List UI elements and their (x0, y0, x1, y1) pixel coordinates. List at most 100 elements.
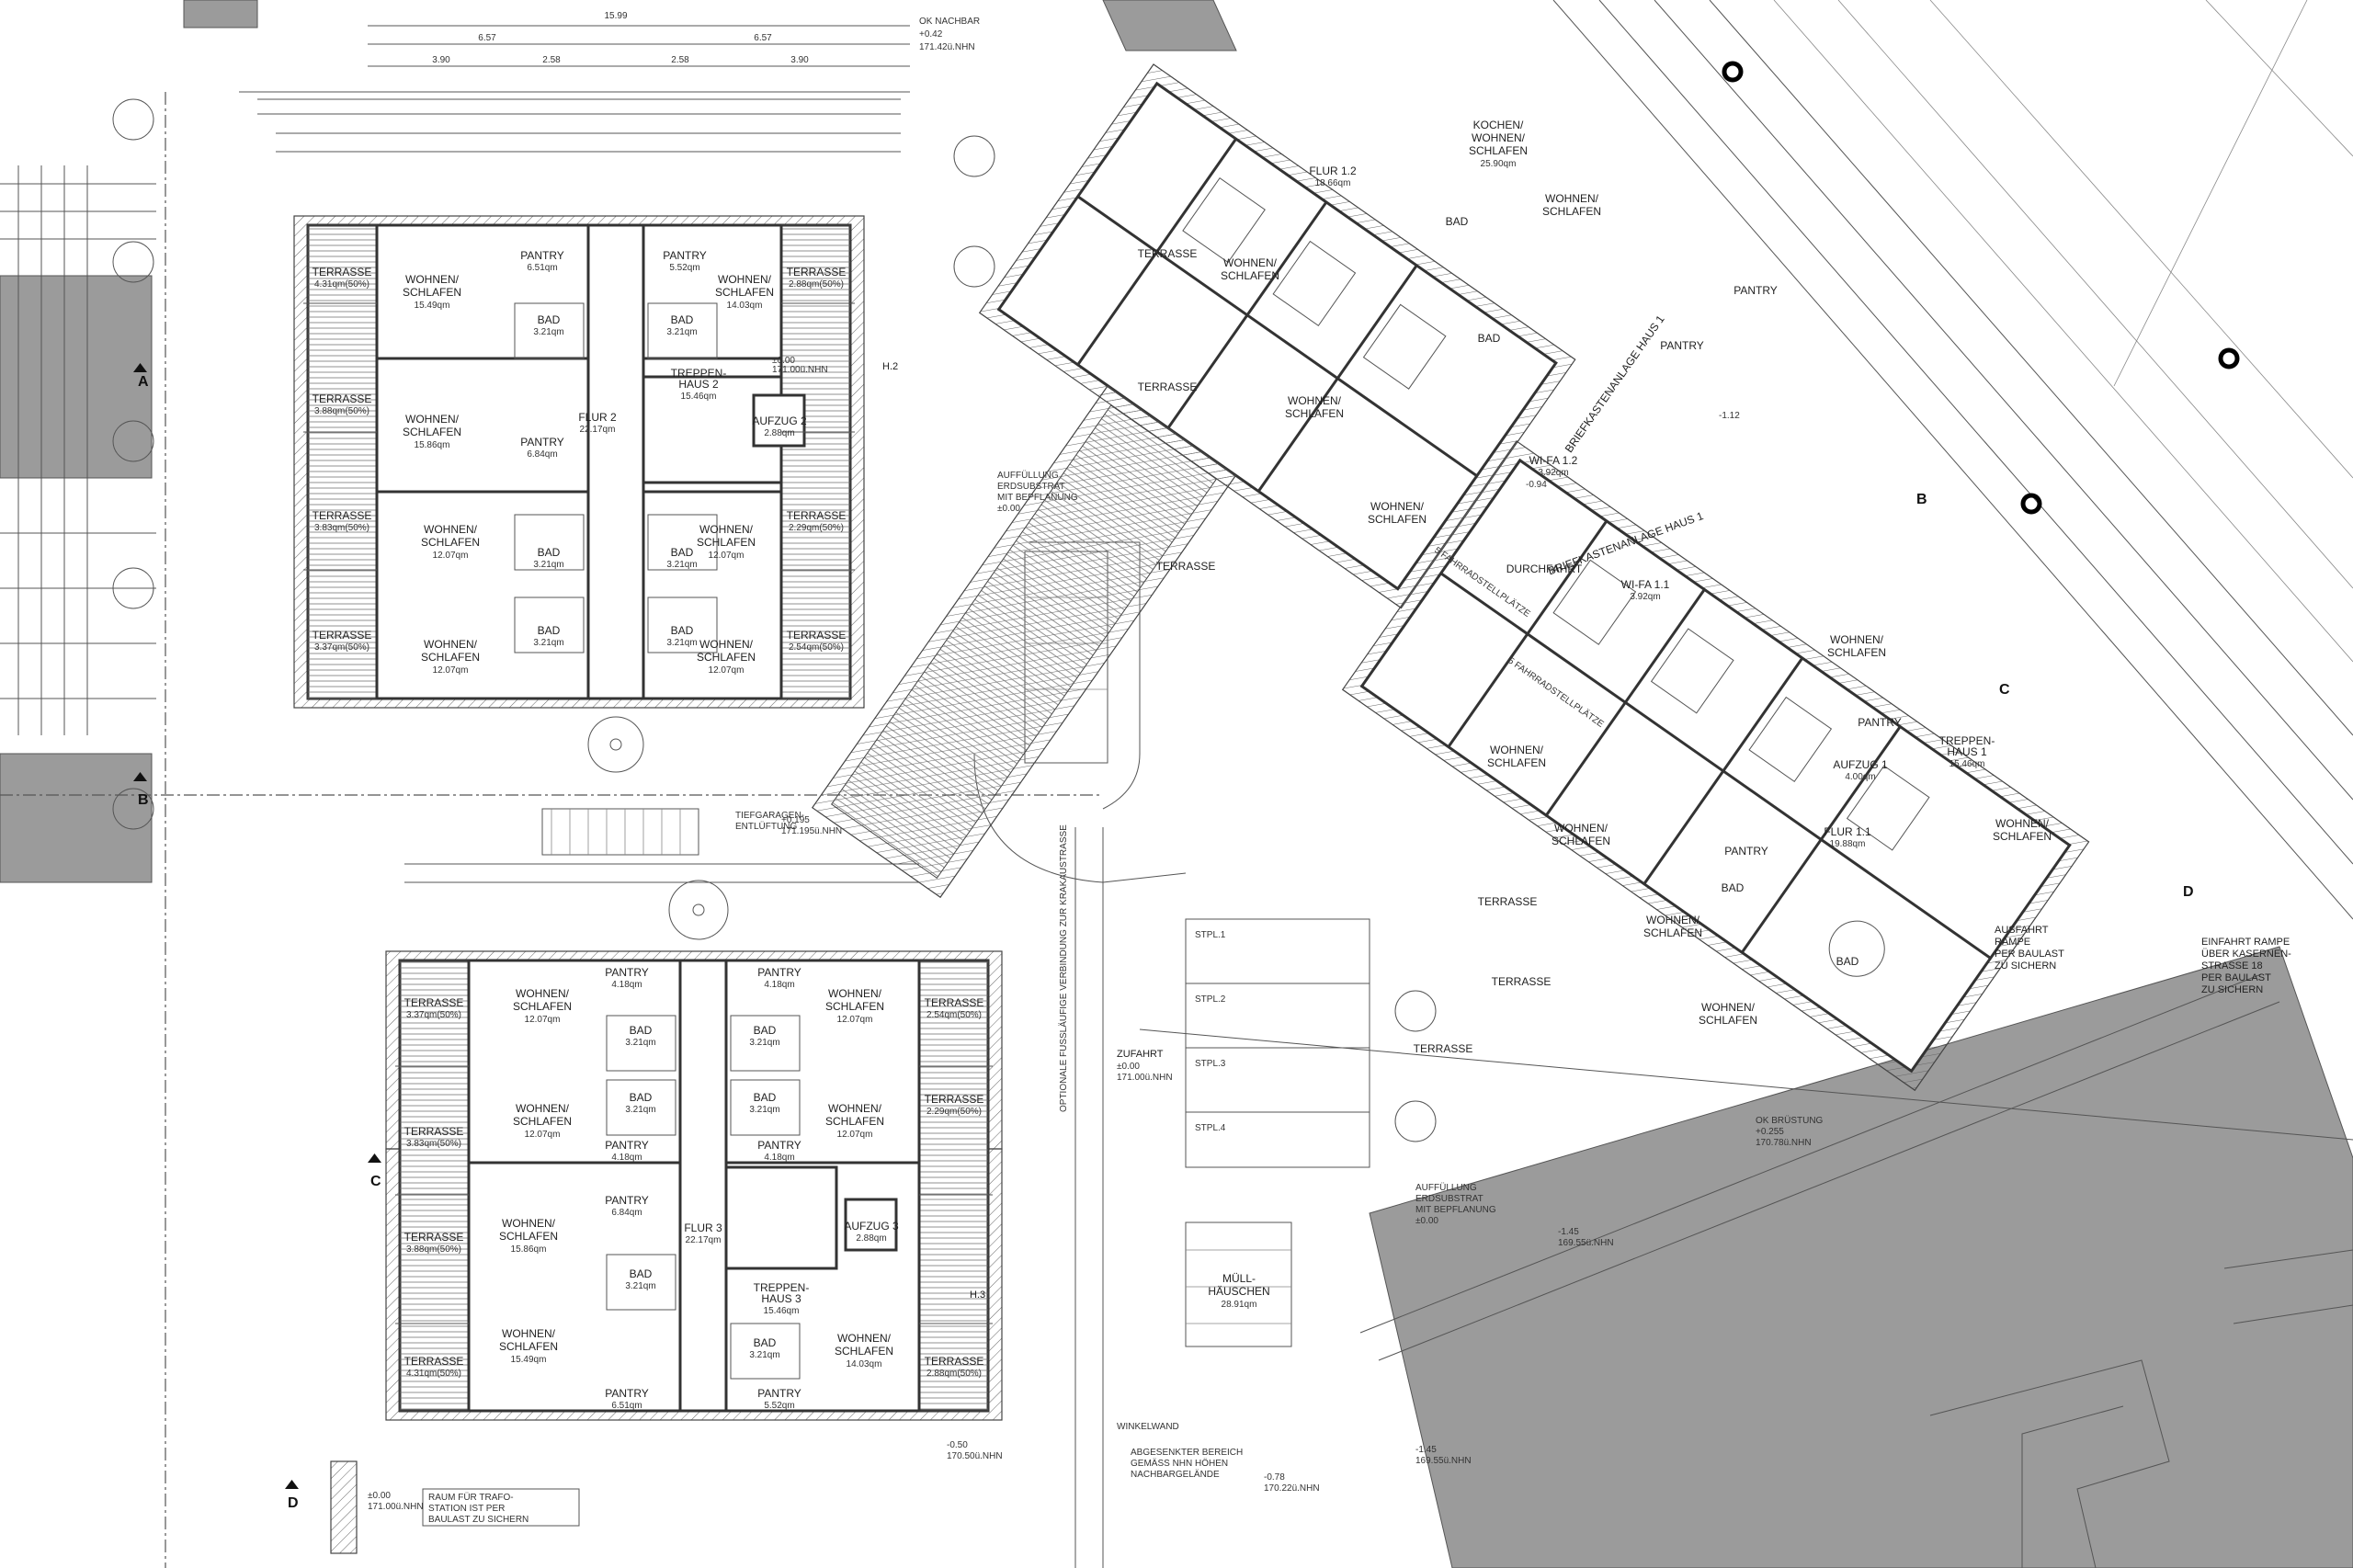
room-label: SCHLAFEN (1542, 205, 1601, 218)
stpl-label: STPL.3 (1195, 1059, 1226, 1069)
room-label: WOHNEN/ (405, 273, 460, 286)
terrasse-label: TERRASSE (313, 392, 372, 405)
room-area: 12.07qm (433, 665, 469, 676)
room-label: WOHNEN/ (1830, 633, 1884, 646)
level-note: +0.195 (781, 815, 810, 825)
room-label: WOHNEN/ (424, 638, 478, 651)
room-label: WOHNEN/ (699, 523, 754, 536)
trafo-note: STATION IST PER (428, 1504, 505, 1514)
terrasse-label: TERRASSE (404, 1231, 464, 1244)
site-parking: STPL.1 STPL.2 STPL.3 STPL.4 ZUFAHRT ±0.0… (973, 470, 1496, 1568)
pantry-label: PANTRY (605, 1194, 649, 1207)
level-label: ±0.00 (772, 356, 795, 366)
ok-nachbar-label: OK NACHBAR (919, 17, 980, 27)
bad-label: BAD (538, 546, 561, 559)
room-label: SCHLAFEN (1993, 830, 2052, 843)
room-label: SCHLAFEN (697, 651, 756, 664)
muell-label: HÄUSCHEN (1208, 1285, 1269, 1298)
terrasse-label: TERRASSE (1492, 975, 1552, 988)
terrasse-area: 4.31qm(50%) (406, 1369, 461, 1379)
pantry-area: 6.84qm (611, 1208, 642, 1218)
terrasse-area: 3.37qm(50%) (314, 642, 369, 653)
bad-label: BAD (1446, 215, 1469, 228)
terrasse-area: 2.88qm(50%) (926, 1369, 982, 1379)
level-note: -1.45 (1415, 1445, 1437, 1455)
bad-label: BAD (1836, 955, 1859, 968)
room-label: WOHNEN/ (1646, 914, 1700, 926)
einfahrt-note: ZU SICHERN (2201, 984, 2263, 995)
bad-area: 3.21qm (625, 1281, 655, 1291)
room-label: SCHLAFEN (421, 651, 480, 664)
room-area: 12.07qm (837, 1015, 873, 1025)
top-dim-2: 6.57 (478, 33, 496, 43)
bad-area: 3.21qm (533, 638, 563, 648)
bad-label: BAD (671, 546, 694, 559)
pantry-area: 6.84qm (527, 449, 557, 460)
level-nhn: 171.00ü.NHN (772, 365, 828, 375)
room-label: SCHLAFEN (499, 1230, 558, 1243)
terrasse-label: TERRASSE (1478, 895, 1538, 908)
bad-area: 3.21qm (625, 1038, 655, 1048)
corridor-label: FLUR 1.1 (1824, 825, 1871, 838)
pantry-area: 4.18qm (764, 980, 794, 990)
bad-area: 3.21qm (533, 560, 563, 570)
room-label: SCHLAFEN (1487, 756, 1546, 769)
terrasse-label: TERRASSE (1138, 381, 1198, 393)
terrasse-label: TERRASSE (404, 996, 464, 1009)
terrasse-label: TERRASSE (404, 1355, 464, 1368)
stair-label: HAUS 1 (1947, 745, 1987, 758)
terrasse-label: TERRASSE (787, 266, 847, 278)
zufahrt-nhn: 171.00ü.NHN (1117, 1073, 1173, 1083)
room-label: SCHLAFEN (697, 536, 756, 549)
room-label: SCHLAFEN (715, 286, 774, 299)
terrasse-label: TERRASSE (1138, 247, 1198, 260)
pantry-label: PANTRY (1858, 716, 1902, 729)
room-label: WOHNEN/ (516, 987, 570, 1000)
pantry-label: PANTRY (1660, 339, 1704, 352)
lift-label: AUFZUG 2 (752, 415, 807, 427)
terrasse-area: 2.88qm(50%) (789, 279, 844, 290)
level-note: 169.55ü.NHN (1558, 1238, 1614, 1248)
tg-note: TIEFGARAGEN- (735, 811, 804, 821)
tg-note: ENTLÜFTUNG (735, 821, 797, 832)
auff-note: MIT BEPFLANUNG (1415, 1205, 1496, 1215)
room-label: SCHLAFEN (1469, 144, 1528, 157)
bad-area: 3.21qm (533, 327, 563, 337)
level-note: 169.55ü.NHN (1415, 1456, 1472, 1466)
room-label: WOHNEN/ (405, 413, 460, 426)
durchfahrt-label: DURCHFAHRT (1506, 562, 1583, 575)
room-label: WOHNEN/ (1995, 817, 2050, 830)
level-note: 170.50ü.NHN (947, 1451, 1003, 1461)
ok-note: +0.255 (1756, 1127, 1784, 1137)
bad-label: BAD (1478, 332, 1501, 345)
bad-label: BAD (630, 1024, 653, 1037)
room-area: 15.86qm (511, 1244, 547, 1255)
room-label: SCHLAFEN (1827, 646, 1886, 659)
room-area: 14.03qm (847, 1359, 882, 1369)
trafo-note: RAUM FÜR TRAFO- (428, 1492, 514, 1503)
ausfahrt-note: AUSFAHRT (1995, 925, 2049, 936)
bad-label: BAD (754, 1091, 777, 1104)
terrasse-area: 3.83qm(50%) (314, 523, 369, 533)
room-label: WOHNEN/ (1288, 394, 1342, 407)
trees (112, 98, 1437, 1142)
room-area: 15.49qm (511, 1355, 547, 1365)
pantry-label: PANTRY (605, 966, 649, 979)
bad-label: BAD (754, 1336, 777, 1349)
lift-label: AUFZUG 1 (1833, 758, 1888, 771)
room-label: KOCHEN/ (1473, 119, 1524, 131)
level-note: -1.12 (1719, 411, 1740, 421)
street-right: AUSFAHRT RAMPE PER BAULAST ZU SICHERN EI… (1139, 0, 2353, 1568)
pantry-label: PANTRY (663, 249, 707, 262)
bad-area: 3.21qm (749, 1350, 779, 1360)
terrasse-label: TERRASSE (925, 1093, 984, 1106)
level-note: -0.50 (947, 1440, 968, 1450)
pantry-area: 4.18qm (764, 1153, 794, 1163)
pantry-label: PANTRY (605, 1387, 649, 1400)
fussl-note: OPTIONALE FUSSLÄUFIGE VERBINDUNG ZUR KRA… (1058, 824, 1069, 1112)
stair-label: TREPPEN- (671, 367, 727, 380)
ausfahrt-note: RAMPE (1995, 937, 2030, 948)
terrasse-area: 2.54qm(50%) (789, 642, 844, 653)
bad-area: 3.21qm (666, 638, 697, 648)
room-label: SCHLAFEN (421, 536, 480, 549)
